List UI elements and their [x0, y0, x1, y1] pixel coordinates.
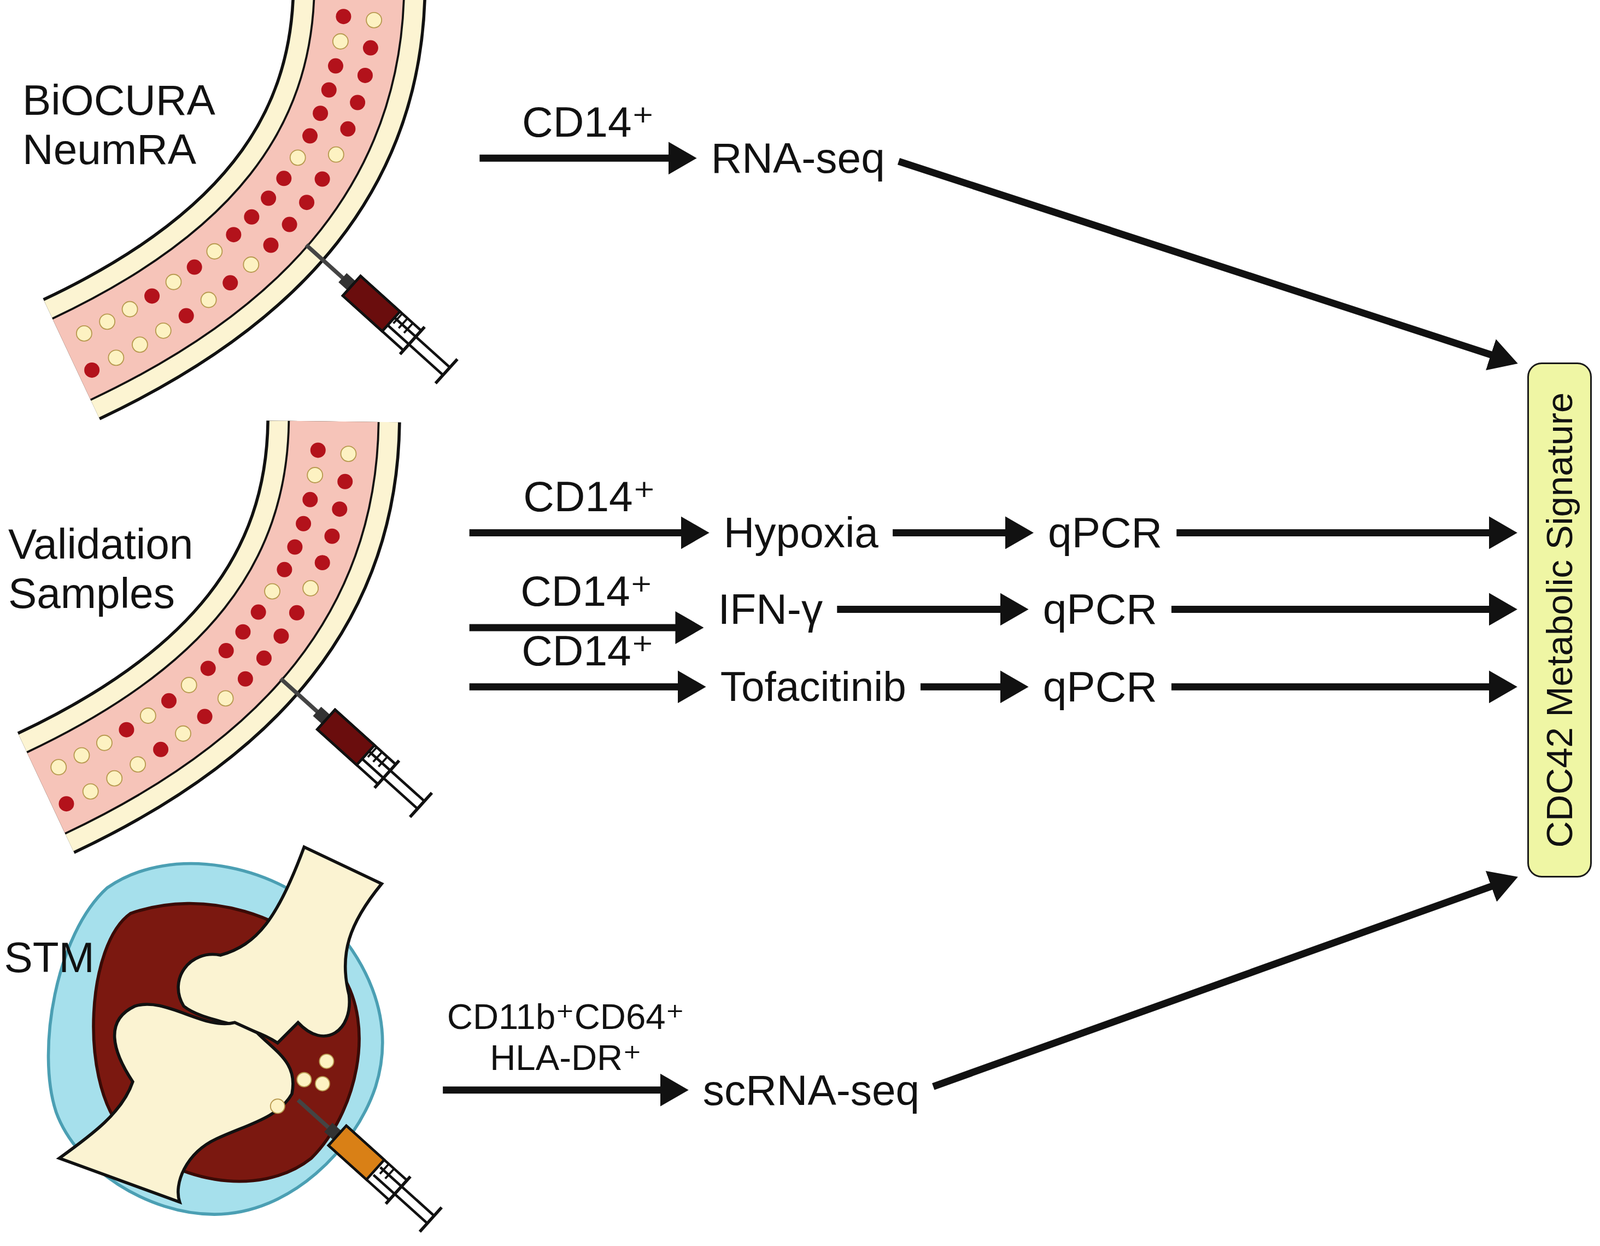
- arrow-connector: [920, 683, 1010, 691]
- source-joint: STM: [3, 836, 433, 1241]
- source-label: BiOCURA NeumRA: [22, 75, 213, 174]
- blood-cell: [132, 336, 148, 353]
- arrow-connector: [836, 605, 1009, 613]
- step-label: Hypoxia: [723, 507, 879, 558]
- syringe: [285, 1086, 444, 1233]
- blood-cell: [222, 274, 238, 291]
- step-label: qPCR: [1047, 507, 1163, 558]
- blood-cell: [332, 33, 349, 50]
- arrow-connector: [1176, 529, 1498, 537]
- syringe: [294, 231, 460, 385]
- edge-label-box: CD14⁺: [523, 471, 656, 521]
- arrow-connector: [1171, 605, 1498, 613]
- arrow-connector: [1171, 683, 1498, 691]
- blood-cell: [321, 82, 337, 98]
- blood-cell: [349, 94, 366, 110]
- blood-cell: [108, 349, 124, 366]
- blood-cell: [84, 362, 100, 378]
- blood-cell: [201, 291, 217, 308]
- blood-cell: [357, 67, 373, 84]
- blood-cell: [178, 308, 195, 324]
- edge-label: CD11b⁺CD64⁺ HLA-DR⁺: [447, 995, 685, 1078]
- edge-label-box: CD11b⁺CD64⁺ HLA-DR⁺: [447, 995, 685, 1078]
- fluid-cell: [315, 1076, 330, 1091]
- blood-cells: [76, 8, 382, 378]
- step-label: IFN-γ: [718, 584, 824, 634]
- treatment-label: Hypoxia: [719, 503, 883, 562]
- source-label: STM: [3, 932, 433, 982]
- blood-cell: [99, 313, 115, 330]
- step-label: qPCR: [1042, 584, 1158, 634]
- blood-cell: [263, 237, 279, 253]
- arrow-connector: [442, 1086, 670, 1094]
- blood-cell: [312, 105, 328, 121]
- blood-cell: [340, 121, 356, 137]
- method-label: scRNA-seq: [698, 1061, 924, 1119]
- blood-vessel: [45, 421, 433, 819]
- edge-label: CD14⁺: [522, 97, 655, 147]
- source-blood-draw: BiOCURA NeumRA: [6, 3, 470, 423]
- treatment-label: IFN-γ: [713, 580, 827, 638]
- edge-label: CD14⁺: [521, 625, 654, 676]
- upper-bone: [178, 846, 382, 1043]
- arrow-connector: [479, 154, 677, 162]
- blood-cell: [122, 301, 138, 318]
- edge-label-box: CD14⁺: [521, 625, 654, 676]
- blood-cell: [166, 274, 182, 290]
- vessel-lumen: [71, 0, 360, 360]
- blood-cell: [260, 190, 277, 206]
- blood-cell: [362, 40, 379, 56]
- lower-bone: [59, 1004, 293, 1203]
- fluid-cell: [296, 1072, 312, 1087]
- blood-cell: [243, 209, 260, 225]
- blood-cell: [327, 58, 344, 74]
- blood-cell: [225, 226, 242, 243]
- fluid-cell: [319, 1053, 334, 1069]
- joint: [48, 846, 444, 1233]
- blood-cell: [314, 171, 331, 187]
- signature-box: CDC42 Metabolic Signature: [1527, 362, 1592, 878]
- method-label: qPCR: [1044, 503, 1167, 562]
- fluid-cell: [270, 1098, 285, 1113]
- arrow-connector: [469, 683, 687, 691]
- blood-cell: [144, 288, 160, 304]
- source-label: Validation Samples: [8, 519, 193, 618]
- method-label: qPCR: [1038, 580, 1162, 638]
- arrow-connector: [898, 161, 1500, 358]
- blood-vessel: [71, 0, 459, 385]
- blood-cell: [186, 259, 203, 275]
- signature-title: CDC42 Metabolic Signature: [1538, 392, 1581, 848]
- treatment-label: Tofacitinib: [716, 658, 911, 715]
- blood-cell: [328, 147, 344, 163]
- blood-cell: [276, 170, 292, 186]
- method-label: RNA-seq: [706, 129, 889, 187]
- step-label: qPCR: [1042, 661, 1158, 712]
- blood-cell: [243, 256, 259, 273]
- step-label: RNA-seq: [711, 133, 886, 183]
- arrow-connector: [933, 883, 1500, 1087]
- arrow-connector: [892, 529, 1015, 537]
- source-blood-draw: Validation Samples: [3, 433, 460, 822]
- blood-cell: [335, 8, 351, 25]
- edge-label: CD14⁺: [523, 471, 656, 521]
- blood-cell: [282, 217, 298, 233]
- blood-cell: [366, 12, 382, 28]
- blood-cell: [155, 323, 172, 339]
- arrow-connector: [469, 529, 690, 537]
- step-label: Tofacitinib: [720, 662, 907, 711]
- vessel-wall: [71, 0, 360, 360]
- method-label: qPCR: [1038, 658, 1162, 716]
- edge-label-box: CD14⁺: [522, 97, 655, 147]
- edge-label: CD14⁺: [520, 566, 653, 616]
- blood-cell: [302, 128, 318, 144]
- blood-cell: [206, 243, 222, 260]
- vessel-outline: [71, 0, 360, 360]
- vessel-lumen-edge: [71, 0, 360, 360]
- blood-cell: [76, 325, 92, 342]
- blood-cell: [299, 194, 315, 210]
- blood-cell: [290, 149, 306, 166]
- edge-label-box: CD14⁺: [520, 566, 653, 616]
- step-label: scRNA-seq: [702, 1065, 920, 1115]
